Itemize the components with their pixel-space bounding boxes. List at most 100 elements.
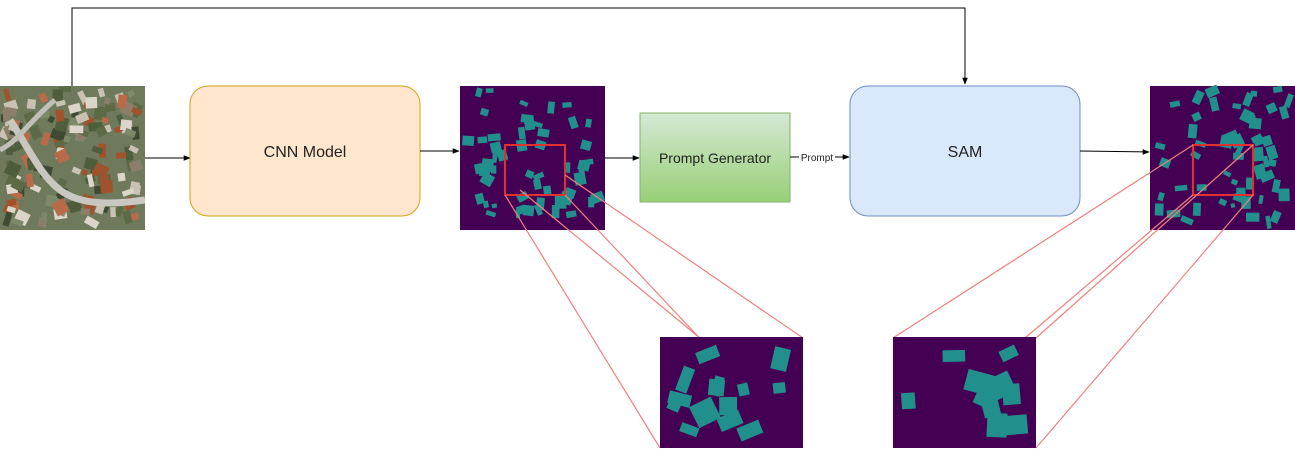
texture-block [75, 111, 90, 124]
texture-block [1208, 96, 1220, 112]
texture-block [1265, 215, 1272, 229]
cnn-model-node: CNN Model [189, 85, 421, 217]
texture-block [2, 211, 13, 227]
zoom-connectors-left [504, 174, 804, 449]
texture-block [52, 89, 63, 102]
texture-block [1278, 188, 1290, 202]
texture-block [524, 169, 535, 180]
texture-block [491, 203, 498, 209]
texture-block [1003, 414, 1029, 436]
texture-block [1250, 90, 1258, 97]
texture-block [47, 115, 56, 124]
aerial-photo-icon [0, 86, 145, 230]
texture-block [1191, 89, 1205, 106]
texture-block [1258, 194, 1264, 205]
texture-block [40, 131, 52, 147]
texture-block [128, 144, 139, 154]
texture-block [1234, 143, 1244, 156]
cnn-mask-image [460, 86, 606, 230]
texture-block [522, 204, 535, 217]
texture-block [580, 158, 594, 166]
texture-block [562, 101, 572, 108]
texture-block [63, 135, 71, 143]
texture-block [1180, 215, 1194, 226]
texture-block [474, 87, 483, 98]
texture-block [537, 128, 550, 138]
texture-block [1260, 134, 1273, 148]
texture-block [114, 205, 125, 218]
prompt-generator-label: Prompt Generator [659, 150, 771, 166]
texture-block [110, 206, 116, 218]
texture-block [1269, 209, 1282, 224]
texture-block [579, 139, 593, 151]
texture-block [547, 101, 556, 114]
texture-block [86, 174, 95, 188]
texture-block [1232, 103, 1242, 110]
cnn-mask-zoom [660, 337, 803, 448]
texture-block [474, 192, 486, 205]
texture-block [1230, 203, 1236, 209]
texture-block [117, 172, 126, 182]
texture-block [41, 212, 47, 221]
texture-block [689, 396, 721, 429]
texture-block [3, 160, 22, 179]
texture-block [1250, 133, 1263, 144]
texture-block [1223, 170, 1232, 178]
texture-block [736, 419, 764, 442]
texture-block [707, 378, 726, 397]
texture-block [679, 422, 700, 438]
texture-block [719, 397, 738, 416]
texture-block [3, 87, 12, 102]
texture-block [57, 177, 68, 187]
texture-block [124, 127, 137, 138]
texture-block [485, 88, 494, 93]
texture-block [26, 98, 37, 110]
arrow-image-to-sam [71, 7, 968, 86]
texture-block [91, 145, 104, 155]
texture-block [122, 210, 133, 225]
texture-block [942, 349, 966, 363]
texture-block [492, 148, 498, 159]
texture-block [93, 162, 110, 177]
texture-block [1239, 108, 1255, 125]
texture-block [69, 125, 84, 134]
prompt-edge-label: Prompt [801, 153, 833, 164]
texture-block [519, 99, 529, 107]
texture-block [462, 135, 475, 146]
texture-block [1204, 84, 1221, 99]
texture-block [54, 148, 70, 165]
texture-block [695, 344, 721, 365]
texture-block [901, 392, 916, 410]
texture-block [473, 162, 486, 175]
texture-block [126, 89, 136, 98]
texture-block [6, 198, 17, 207]
texture-block [80, 208, 91, 216]
texture-block [67, 102, 82, 114]
sam-mask-image [1150, 84, 1295, 230]
texture-block [1283, 93, 1294, 109]
texture-block [1265, 102, 1278, 115]
texture-block [1252, 146, 1265, 162]
texture-block [1230, 178, 1239, 186]
texture-block [1272, 85, 1283, 94]
texture-block [1248, 117, 1262, 130]
texture-block [85, 96, 98, 109]
texture-block [667, 390, 693, 408]
texture-block [95, 124, 108, 138]
texture-block [81, 169, 88, 176]
texture-block [117, 94, 128, 109]
texture-block [533, 178, 542, 190]
texture-block [100, 180, 113, 194]
texture-block [128, 159, 144, 173]
texture-block [1278, 105, 1290, 120]
texture-block [1169, 100, 1181, 108]
texture-block [119, 119, 133, 132]
texture-block [491, 165, 497, 174]
texture-block [533, 203, 544, 216]
texture-block [1262, 155, 1270, 168]
texture-block [1245, 212, 1260, 222]
texture-block [716, 409, 744, 433]
texture-block [83, 215, 100, 230]
texture-block [130, 106, 143, 117]
texture-block [55, 99, 66, 107]
